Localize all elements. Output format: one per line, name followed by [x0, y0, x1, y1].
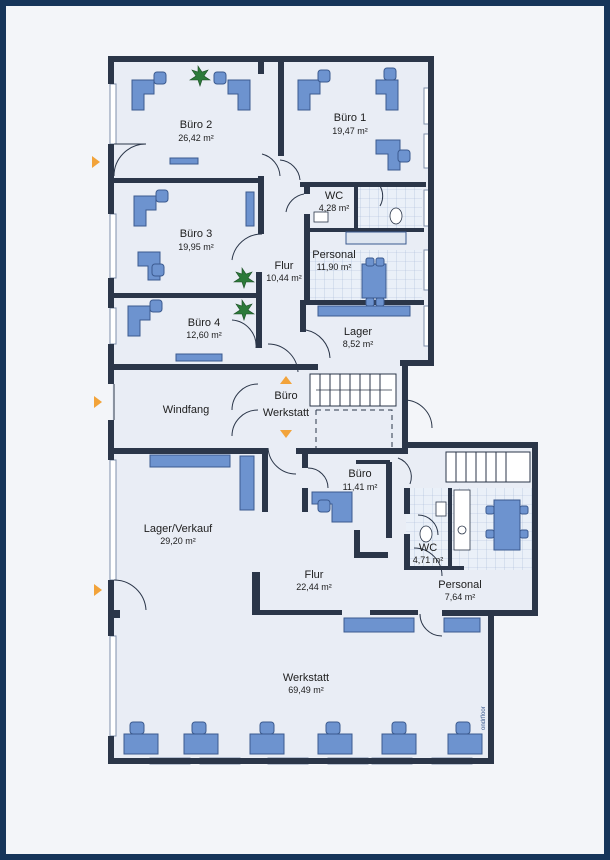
entrance-markers — [92, 156, 292, 596]
room-lager-area: 8,52 m² — [343, 339, 374, 349]
room-buero-mid-area: 11,41 m² — [343, 482, 378, 492]
room-personal-top-area: 11,90 m² — [317, 262, 352, 272]
room-buero2-area: 26,42 m² — [178, 133, 214, 143]
room-buero4-name: Büro 4 — [188, 317, 220, 329]
room-flur-top-name: Flur — [275, 260, 294, 272]
stair-arrow-down — [280, 430, 292, 438]
room-wc-bottom-name: WC — [419, 542, 437, 554]
room-buero1-name: Büro 1 — [334, 112, 366, 124]
room-wc-bottom-area: 4,71 m² — [413, 555, 444, 565]
room-buero-werkstatt-name: Büro — [274, 390, 297, 402]
entrance-arrow-3 — [94, 584, 102, 596]
stair-arrow-up — [280, 376, 292, 384]
room-wc-top-name: WC — [325, 190, 343, 202]
entrance-arrow-2 — [94, 396, 102, 408]
sanitary-fixtures — [313, 207, 471, 551]
room-buero4-area: 12,60 m² — [186, 330, 222, 340]
stairs — [309, 373, 531, 483]
chairs — [149, 67, 529, 539]
room-windfang-name: Windfang — [163, 404, 209, 416]
watermark-logo: ondrfloor — [481, 706, 487, 730]
door-swings — [113, 143, 443, 637]
room-personal-bottom-area: 7,64 m² — [445, 592, 476, 602]
room-buero3-area: 19,95 m² — [178, 242, 214, 252]
room-labels: Büro 2 26,42 m² Büro 1 19,47 m² WC 4,28 … — [144, 112, 482, 695]
room-buero3-name: Büro 3 — [180, 228, 212, 240]
walls — [108, 56, 538, 764]
room-lager-verkauf-name: Lager/Verkauf — [144, 523, 213, 535]
room-wc-top-area: 4,28 m² — [319, 203, 350, 213]
room-lager-name: Lager — [344, 326, 372, 338]
room-personal-top-name: Personal — [312, 249, 355, 261]
room-buero2-name: Büro 2 — [180, 119, 212, 131]
room-flur-bottom-area: 22,44 m² — [296, 582, 332, 592]
room-flur-top-area: 10,44 m² — [266, 273, 302, 283]
room-personal-bottom-name: Personal — [438, 579, 481, 591]
room-flur-bottom-name: Flur — [305, 569, 324, 581]
room-buero-werkstatt-name2: Werkstatt — [263, 407, 309, 419]
room-werkstatt-name: Werkstatt — [283, 672, 329, 684]
room-werkstatt-area: 69,49 m² — [288, 685, 324, 695]
room-buero1-area: 19,47 m² — [332, 126, 368, 136]
room-lager-verkauf-area: 29,20 m² — [160, 536, 196, 546]
plants — [189, 65, 255, 321]
room-buero-mid-name: Büro — [348, 468, 371, 480]
entrance-arrow-1 — [92, 156, 100, 168]
